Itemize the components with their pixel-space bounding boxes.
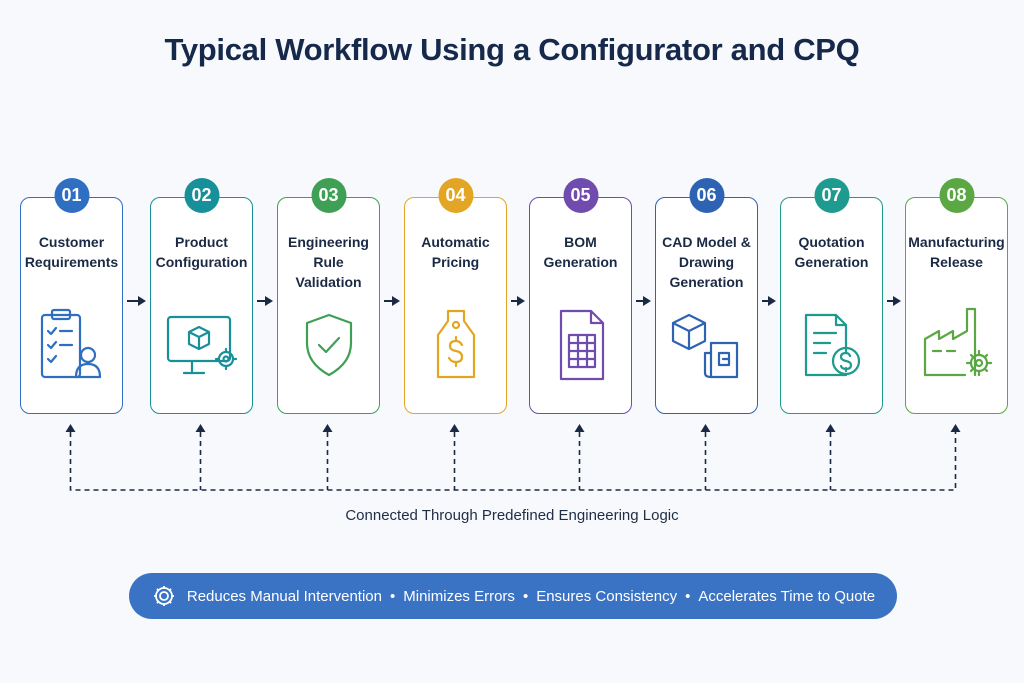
feedback-arrow-head [322,424,333,432]
feedback-arrow-head [700,424,711,432]
banner-item: Ensures Consistency [536,587,678,605]
cube-drawing-icon [671,313,738,379]
page-title: Typical Workflow Using a Configurator an… [164,32,860,67]
flow-arrow [384,296,400,306]
flow-arrow [127,296,146,306]
feedback-arrow-head [574,424,585,432]
feedback-arrow-head [65,424,76,432]
banner-separator: • [685,587,691,605]
quote-document-icon [804,313,860,377]
clipboard-user-icon [40,308,101,379]
step-number-badge: 05 [563,178,598,213]
spreadsheet-icon [559,309,604,381]
banner-item: Accelerates Time to Quote [698,587,876,605]
banner-item: Reduces Manual Intervention [186,587,382,605]
step-number-badge: 02 [184,178,219,213]
banner-item: Minimizes Errors [403,587,515,605]
flow-arrow [636,296,651,306]
factory-gear-icon [923,307,992,377]
feedback-arrow-head [950,424,961,432]
price-tag-icon [436,309,475,379]
step-number-badge: 06 [689,178,724,213]
flow-arrow [762,296,776,306]
monitor-cube-gear-icon [166,315,237,375]
banner-separator: • [389,587,396,605]
feedback-loop-line [69,432,957,491]
feedback-loop-caption: Connected Through Predefined Engineering… [345,507,679,524]
step-number-badge: 07 [814,178,849,213]
feedback-arrow-head [825,424,836,432]
shield-check-icon [305,313,352,377]
step-number-badge: 08 [939,178,974,213]
step-number-badge: 01 [54,178,89,213]
step-number-badge: 04 [438,178,473,213]
flow-arrow [887,296,901,306]
gear-icon [153,586,174,606]
feedback-arrow-head [195,424,206,432]
flow-arrow [511,296,525,306]
step-number-badge: 03 [311,178,346,213]
feedback-arrow-head [449,424,460,432]
banner-separator: • [522,587,529,605]
benefits-banner: Reduces Manual Intervention • Minimizes Er… [129,573,897,619]
flow-arrow [257,296,273,306]
